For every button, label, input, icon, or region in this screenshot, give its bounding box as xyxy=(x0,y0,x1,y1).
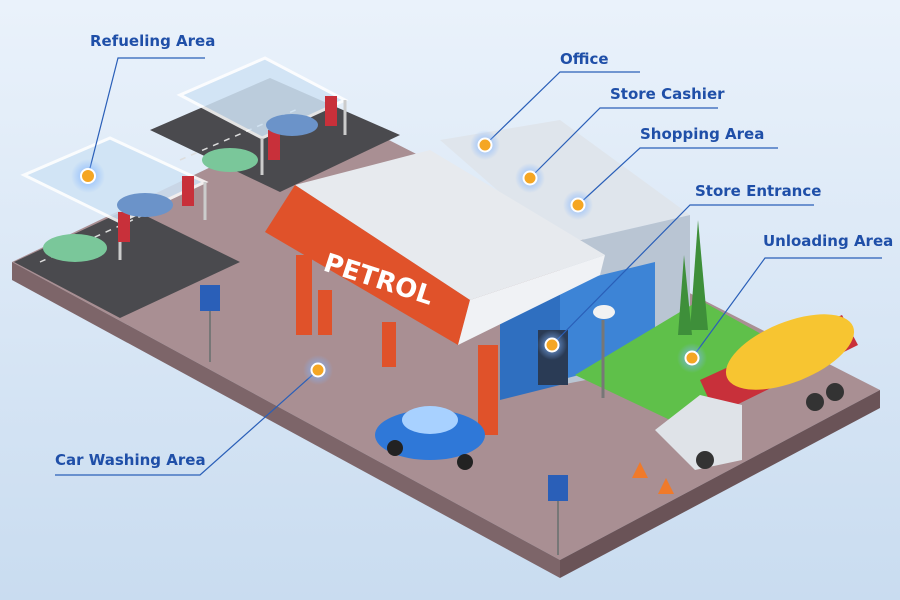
car-washing-area-label: Car Washing Area xyxy=(55,451,206,469)
unloading-area-label: Unloading Area xyxy=(763,232,894,250)
tanker-truck xyxy=(655,314,858,470)
refueling-area-marker xyxy=(71,159,105,193)
fuel-signpost xyxy=(200,285,568,555)
traffic-cone xyxy=(632,462,674,494)
refueling-car xyxy=(43,114,318,262)
shopping-area-marker xyxy=(563,190,593,220)
office-marker xyxy=(470,130,500,160)
store-cashier-label: Store Cashier xyxy=(610,85,725,103)
canopy-pump xyxy=(318,290,396,367)
fuel-pump xyxy=(118,96,337,242)
office-label: Office xyxy=(560,50,609,68)
callout-markers xyxy=(71,130,707,385)
leader-lines xyxy=(55,57,882,476)
lamp-post xyxy=(593,305,615,398)
refueling-area-label: Refueling Area xyxy=(90,32,216,50)
car-washing-area-marker xyxy=(303,355,333,385)
store-entrance-label: Store Entrance xyxy=(695,182,822,200)
tree xyxy=(678,220,708,335)
main-canopy: PETROL xyxy=(265,150,605,435)
shopping-area-label: Shopping Area xyxy=(640,125,765,143)
store-entrance-marker xyxy=(537,330,567,360)
store-cashier-marker xyxy=(515,163,545,193)
blue-car xyxy=(375,406,485,470)
unloading-area-marker xyxy=(677,343,707,373)
